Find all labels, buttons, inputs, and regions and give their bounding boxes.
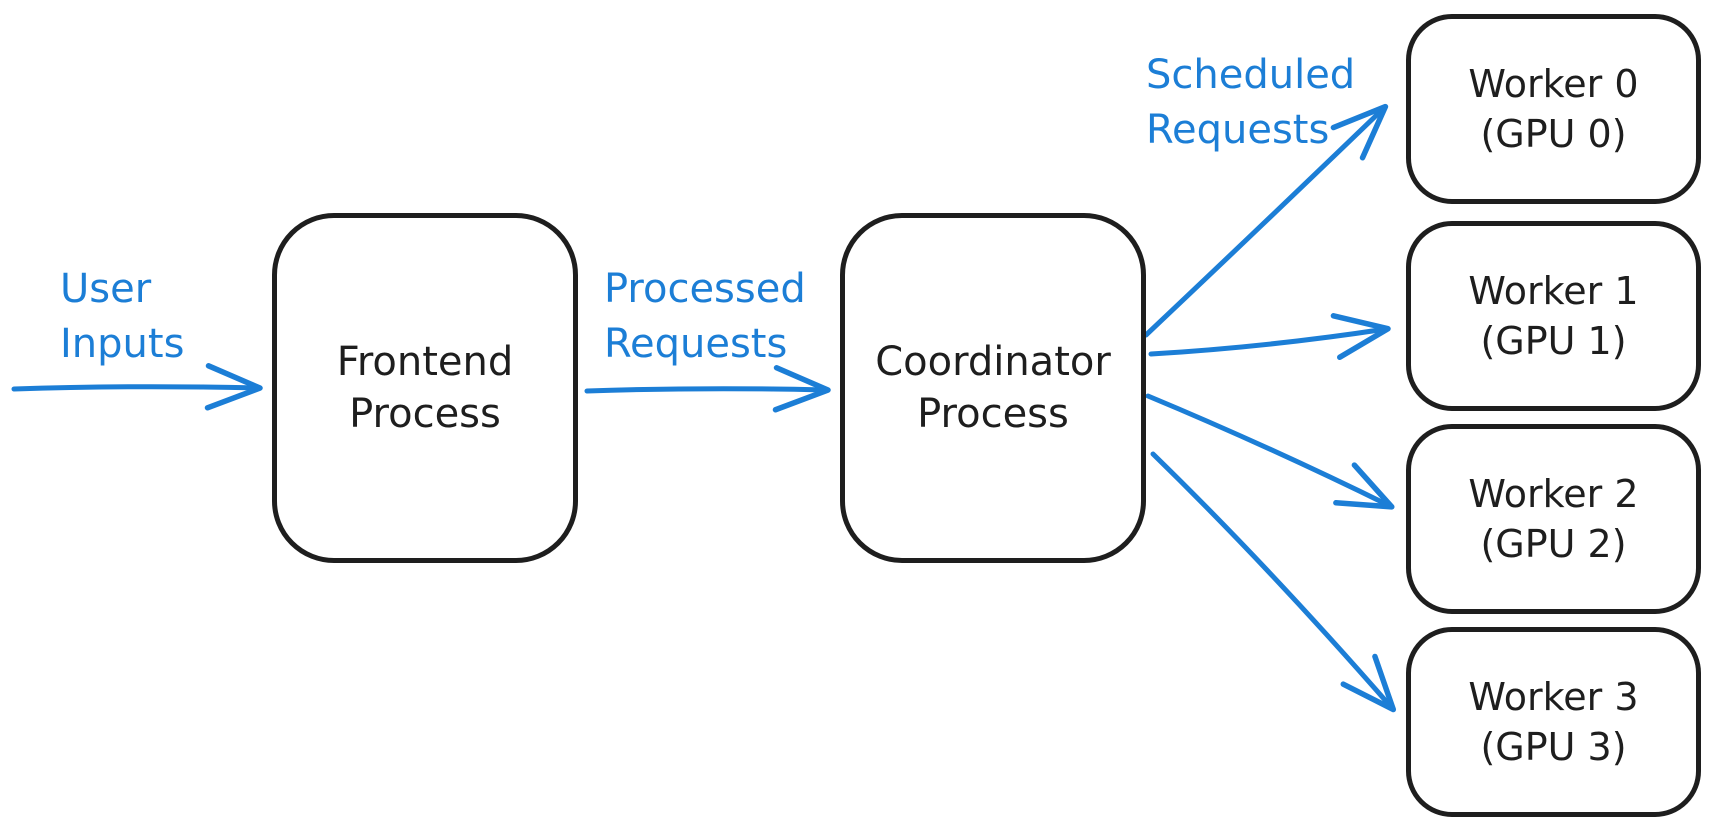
worker-3-line1: Worker 3	[1468, 675, 1639, 719]
scheduled-requests-label-line1: Scheduled	[1146, 52, 1356, 98]
frontend-process-node: Frontend Process	[272, 213, 578, 563]
worker-1-line2: (GPU 1)	[1480, 319, 1627, 363]
processed-requests-label: Processed Requests	[604, 262, 806, 372]
frontend-process-line2: Process	[349, 391, 501, 437]
scheduled-arrow-worker-3	[1150, 451, 1397, 713]
user-inputs-label-line2: Inputs	[60, 321, 185, 367]
worker-2-node: Worker 2 (GPU 2)	[1406, 424, 1701, 614]
scheduled-requests-label-line2: Requests	[1146, 107, 1330, 153]
user-inputs-label: User Inputs	[60, 262, 184, 372]
scheduled-arrow-worker-2	[1145, 393, 1395, 510]
scheduled-requests-label: Scheduled Requests	[1146, 48, 1355, 158]
processed-requests-label-line2: Requests	[604, 321, 788, 367]
user-inputs-arrow	[11, 363, 263, 411]
worker-2-line1: Worker 2	[1468, 472, 1639, 516]
scheduled-arrow-worker-0	[1143, 103, 1389, 338]
worker-3-node: Worker 3 (GPU 3)	[1406, 627, 1701, 817]
frontend-process-line1: Frontend	[336, 339, 514, 385]
scheduled-arrow-worker-1	[1148, 313, 1391, 361]
worker-2-line2: (GPU 2)	[1480, 522, 1627, 566]
worker-0-node: Worker 0 (GPU 0)	[1406, 14, 1701, 204]
processed-requests-label-line1: Processed	[604, 266, 806, 312]
user-inputs-label-line1: User	[60, 266, 152, 312]
worker-1-line1: Worker 1	[1468, 269, 1639, 313]
worker-0-line1: Worker 0	[1468, 62, 1639, 106]
coordinator-process-line1: Coordinator	[875, 339, 1111, 385]
processed-requests-arrow	[584, 365, 831, 413]
worker-0-line2: (GPU 0)	[1480, 112, 1627, 156]
worker-3-line2: (GPU 3)	[1480, 725, 1627, 769]
coordinator-process-node: Coordinator Process	[840, 213, 1146, 563]
coordinator-process-line2: Process	[917, 391, 1069, 437]
worker-1-node: Worker 1 (GPU 1)	[1406, 221, 1701, 411]
